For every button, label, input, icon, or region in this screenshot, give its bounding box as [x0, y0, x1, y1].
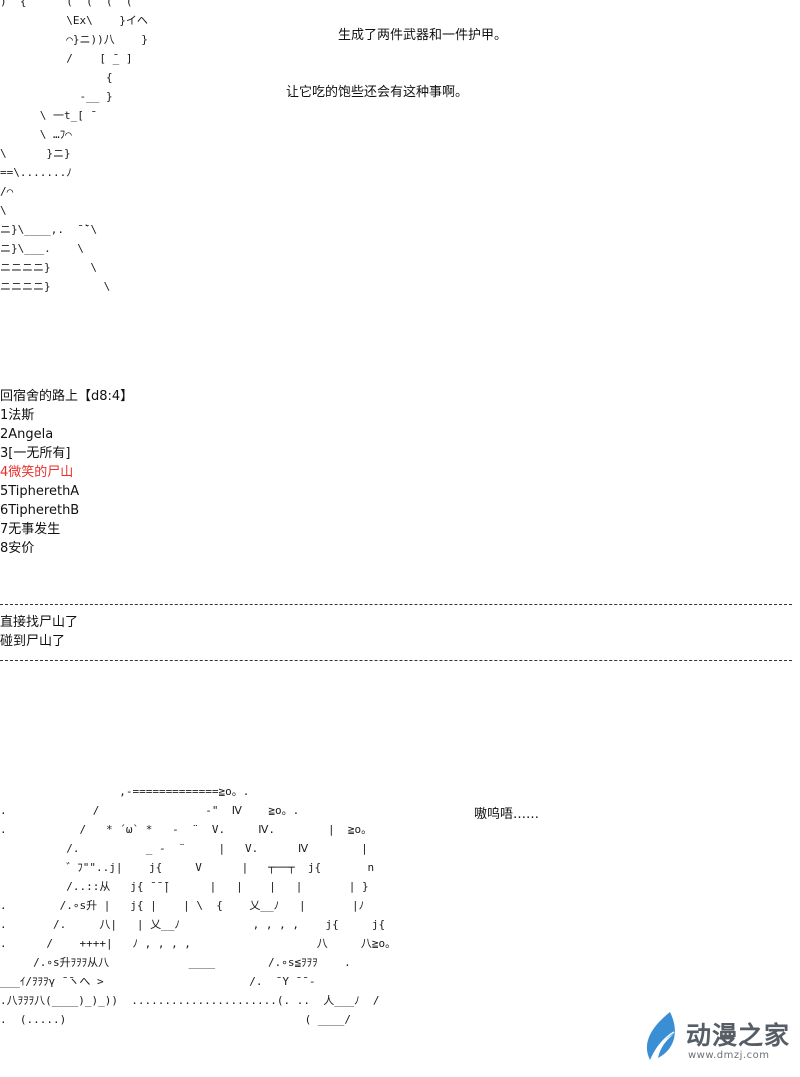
ascii-art-bottom: ,-=============≧o。. . / -" Ⅳ ≧o。. . / * … [0, 785, 397, 1026]
notes-block: 直接找尸山了 碰到尸山了 [0, 613, 78, 651]
roll-header: 回宿舍的路上【d8:4】 [0, 389, 134, 404]
roll-option-4-selected: 4微笑的尸山 [0, 465, 74, 480]
note-line: 直接找尸山了 [0, 615, 79, 630]
note-line: 碰到尸山了 [0, 634, 66, 649]
watermark-name: 动漫之家 [686, 1021, 791, 1050]
roll-option-7: 7无事发生 [0, 522, 61, 537]
divider-top [0, 604, 792, 605]
watermark-logo: 动漫之家 www.dmzj.com [640, 1010, 792, 1072]
roll-option-1: 1法斯 [0, 408, 35, 423]
roll-option-6: 6TipherethB [0, 503, 80, 518]
ascii-art-top: ) { ( ( ( ( \Ex\ }イヘ ⌒}ニ))八 } / [ ̄_ ] {… [0, 0, 148, 293]
leaf-logo-icon [646, 1012, 675, 1060]
dice-roll-list: 回宿舍的路上【d8:4】 1法斯 2Angela 3[一无所有] 4微笑的尸山 … [0, 387, 133, 558]
roll-option-3: 3[一无所有] [0, 446, 71, 461]
caption-weapons: 生成了两件武器和一件护甲。 [338, 28, 508, 43]
roll-option-5: 5TipherethA [0, 484, 80, 499]
caption-whimper: 嗷呜唔…… [474, 807, 540, 822]
roll-option-2: 2Angela [0, 427, 54, 442]
caption-feed: 让它吃的饱些还会有这种事啊。 [286, 85, 469, 100]
watermark-url: www.dmzj.com [688, 1050, 770, 1061]
divider-bottom [0, 660, 792, 661]
roll-option-8: 8安价 [0, 541, 35, 556]
